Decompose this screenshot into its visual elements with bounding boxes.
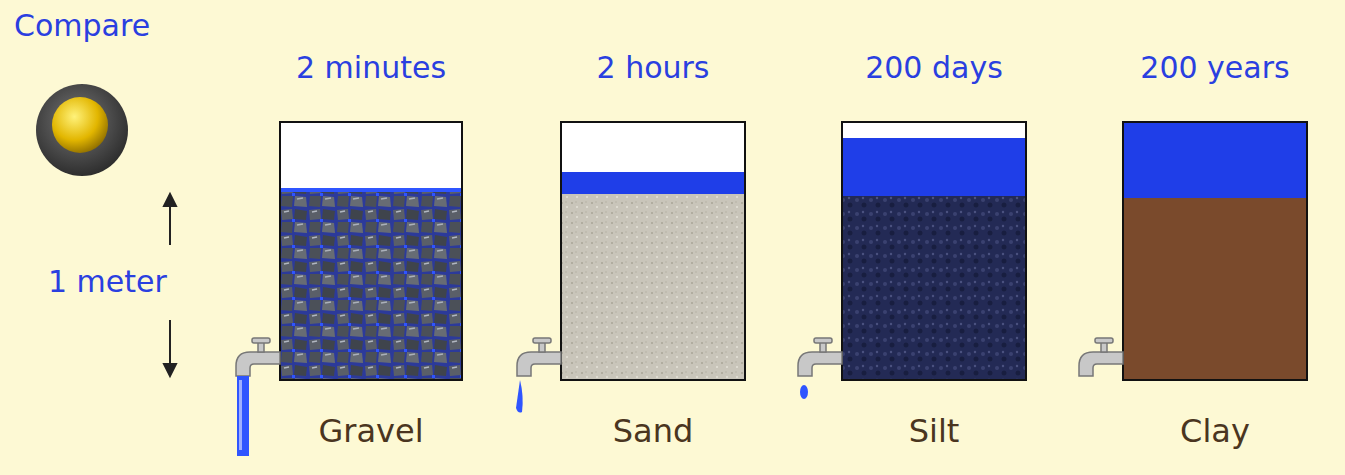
soil-container: 2 minutesGravel	[271, 50, 471, 450]
time-label: 200 days	[865, 50, 1003, 85]
time-label: 2 minutes	[296, 50, 446, 85]
material-name: Gravel	[318, 412, 423, 450]
soil-container: 200 yearsClay	[1115, 50, 1315, 450]
soil-container: 200 daysSilt	[834, 50, 1034, 450]
dimension-label: 1 meter	[48, 264, 167, 299]
button-label: Compare	[14, 8, 150, 43]
soil-container: 2 hoursSand	[553, 50, 753, 450]
material-name: Sand	[613, 412, 694, 450]
time-label: 2 hours	[597, 50, 710, 85]
material-name: Clay	[1180, 412, 1250, 450]
time-label: 200 years	[1140, 50, 1289, 85]
material-name: Silt	[909, 412, 960, 450]
